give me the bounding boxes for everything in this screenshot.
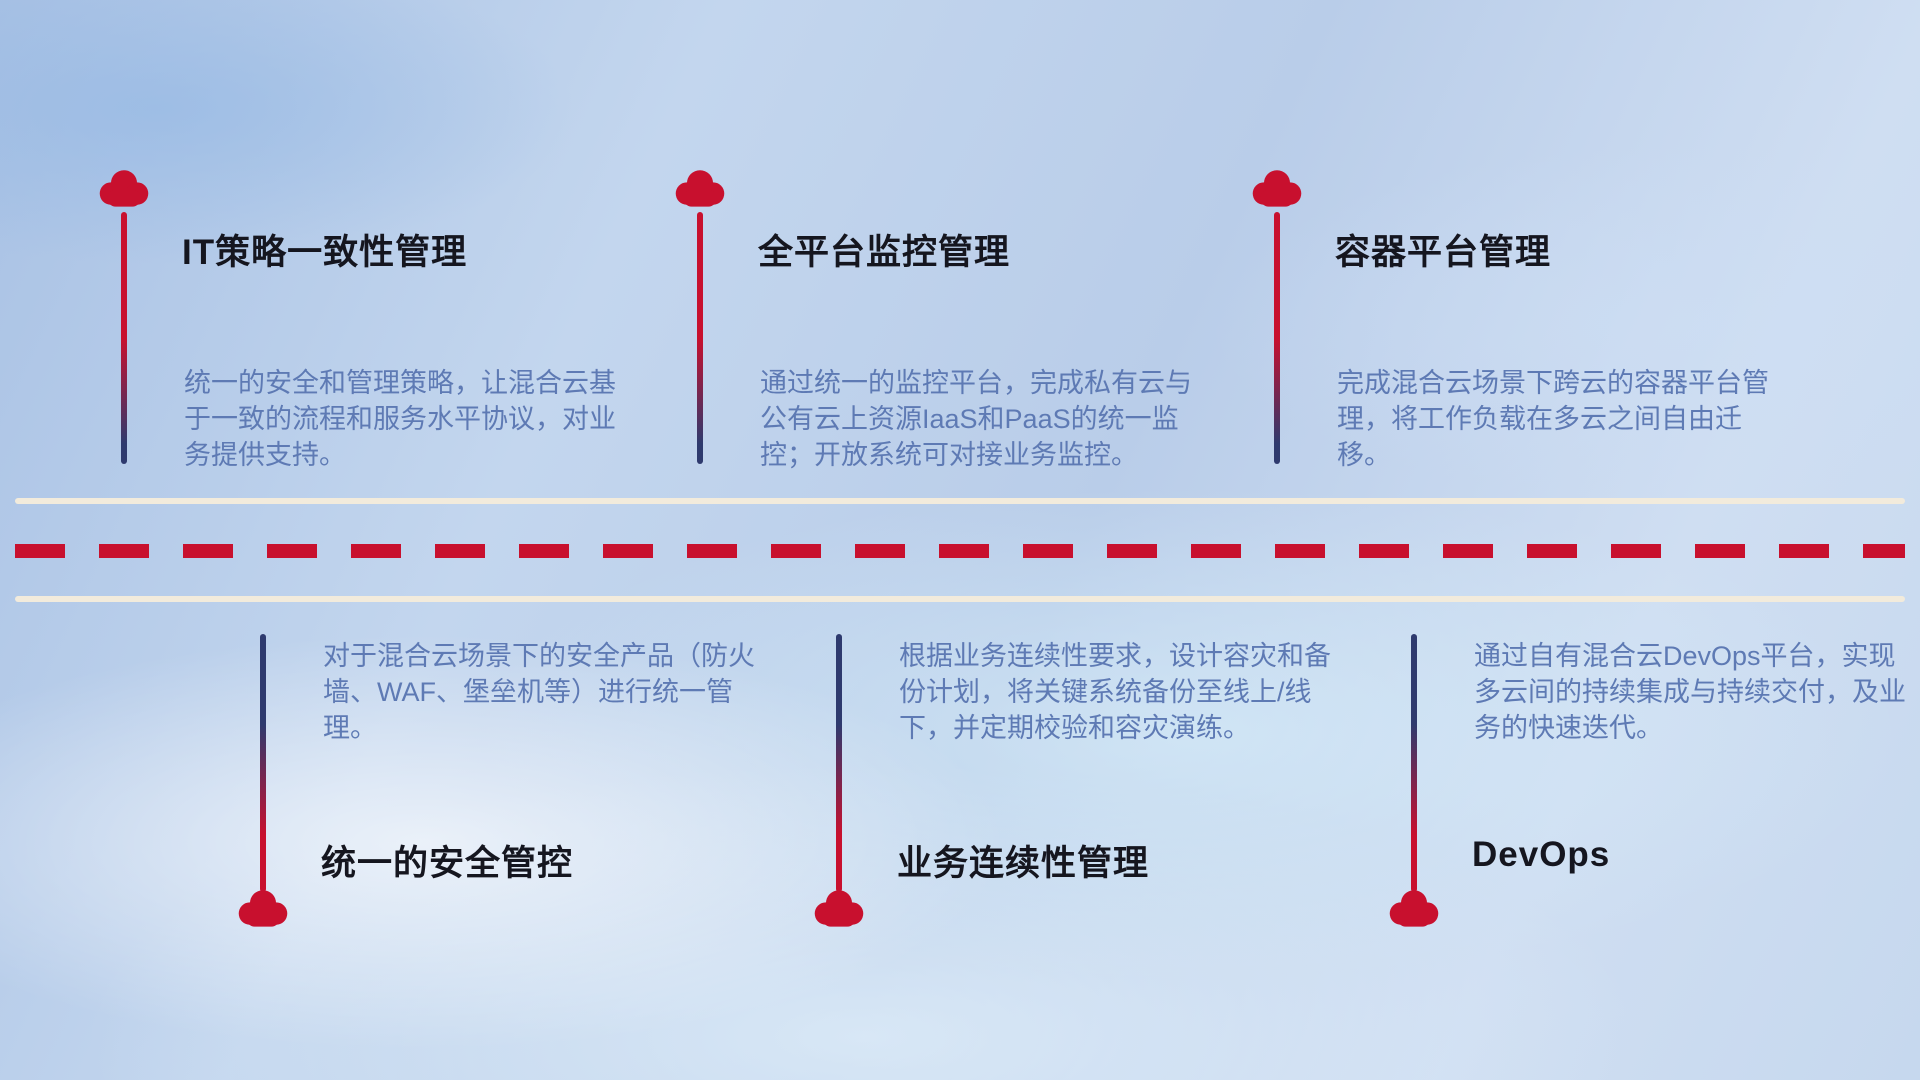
road-edge-line-top <box>15 498 1905 504</box>
capability-description: 通过统一的监控平台，完成私有云与公有云上资源IaaS和PaaS的统一监控；开放系… <box>760 368 1192 470</box>
capability-description: 通过自有混合云DevOps平台，实现多云间的持续集成与持续交付，及业务的快速迭代… <box>1474 641 1906 743</box>
capability-title: 业务连续性管理 <box>897 844 1150 883</box>
cloud-icon <box>96 166 152 208</box>
capability-description: 根据业务连续性要求，设计容灾和备份计划，将关键系统备份至线上/线下，并定期校验和… <box>899 641 1331 743</box>
capability-title: 容器平台管理 <box>1335 233 1552 272</box>
cloud-icon <box>672 166 728 208</box>
cloud-icon <box>235 886 291 928</box>
capability-description: 统一的安全和管理策略，让混合云基于一致的流程和服务水平协议，对业务提供支持。 <box>184 368 616 470</box>
capability-item-platform-monitoring: 全平台监控管理 通过统一的监控平台，完成私有云与公有云上资源IaaS和PaaS的… <box>672 166 1192 476</box>
capability-description: 完成混合云场景下跨云的容器平台管理，将工作负载在多云之间自由迁移。 <box>1337 368 1769 470</box>
capability-item-business-continuity: 根据业务连续性要求，设计容灾和备份计划，将关键系统备份至线上/线下，并定期校验和… <box>811 630 1331 940</box>
capability-title: DevOps <box>1472 835 1611 874</box>
timeline-connector-line <box>260 634 266 892</box>
capability-description: 对于混合云场景下的安全产品（防火墙、WAF、堡垒机等）进行统一管理。 <box>323 641 755 743</box>
capability-item-devops: 通过自有混合云DevOps平台，实现多云间的持续集成与持续交付，及业务的快速迭代… <box>1386 630 1906 940</box>
capability-item-it-policy-consistency: IT策略一致性管理 统一的安全和管理策略，让混合云基于一致的流程和服务水平协议，… <box>96 166 616 476</box>
capability-title: 全平台监控管理 <box>758 233 1011 272</box>
capability-title: IT策略一致性管理 <box>182 233 468 272</box>
timeline-connector-line <box>697 212 703 464</box>
capability-item-unified-security: 对于混合云场景下的安全产品（防火墙、WAF、堡垒机等）进行统一管理。 统一的安全… <box>235 630 755 940</box>
cloud-icon <box>1386 886 1442 928</box>
capability-item-container-platform: 容器平台管理 完成混合云场景下跨云的容器平台管理，将工作负载在多云之间自由迁移。 <box>1249 166 1769 476</box>
timeline-connector-line <box>836 634 842 892</box>
timeline-connector-line <box>1411 634 1417 892</box>
road-center-dashes <box>15 544 1905 558</box>
cloud-icon <box>811 886 867 928</box>
capability-title: 统一的安全管控 <box>321 844 574 883</box>
timeline-connector-line <box>121 212 127 464</box>
road-edge-line-bottom <box>15 596 1905 602</box>
timeline-connector-line <box>1274 212 1280 464</box>
cloud-icon <box>1249 166 1305 208</box>
